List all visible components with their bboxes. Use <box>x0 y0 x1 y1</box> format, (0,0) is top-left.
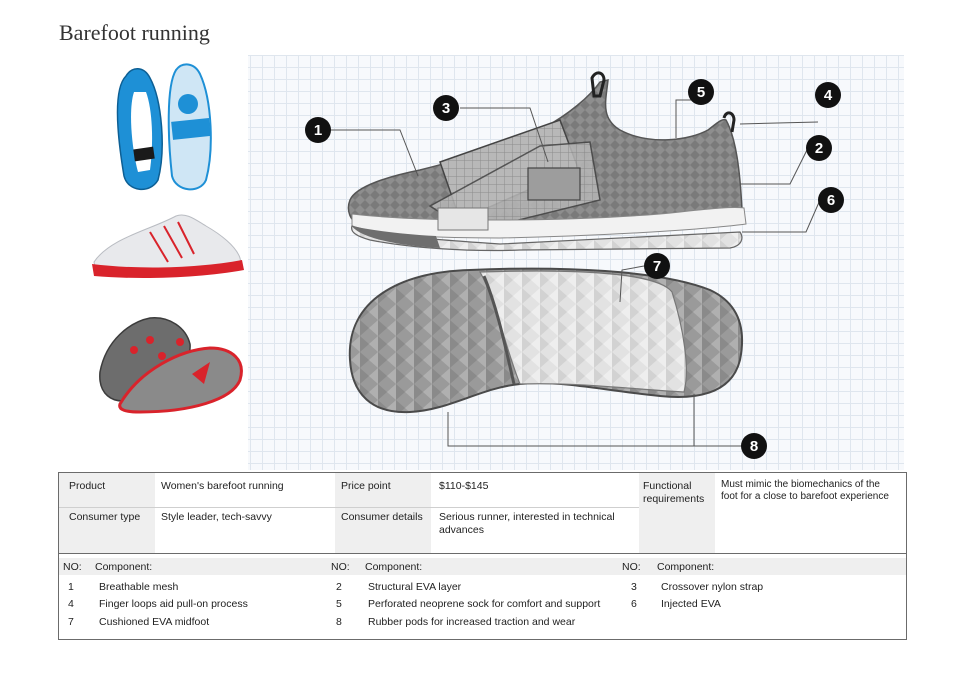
component-header-3: Component: <box>657 561 715 573</box>
component-text: Injected EVA <box>661 598 721 610</box>
consumer-details-label: Consumer details <box>341 511 423 523</box>
callout-6: 6 <box>818 187 844 213</box>
consumer-details-value-line1: Serious runner, interested in technical <box>439 511 615 523</box>
callout-3: 3 <box>433 95 459 121</box>
price-label: Price point <box>341 480 391 492</box>
svg-text:1: 1 <box>314 122 322 139</box>
functional-value-line2: foot for a close to barefoot experience <box>721 491 889 502</box>
product-label-cell <box>59 473 155 507</box>
no-header-3: NO: <box>622 561 641 573</box>
component-no: 1 <box>68 581 74 593</box>
callout-4: 4 <box>815 82 841 108</box>
component-text: Rubber pods for increased traction and w… <box>368 616 576 628</box>
component-no: 6 <box>631 598 637 610</box>
consumer-type-value: Style leader, tech-savvy <box>161 511 272 523</box>
component-no: 8 <box>336 616 342 628</box>
functional-label-cell <box>639 473 715 553</box>
consumer-type-label: Consumer type <box>69 511 141 523</box>
svg-text:8: 8 <box>750 438 758 455</box>
component-no: 4 <box>68 598 74 610</box>
consumer-details-value-line2: advances <box>439 524 484 536</box>
page-title: Barefoot running <box>59 20 210 45</box>
callout-5: 5 <box>688 79 714 105</box>
row-divider <box>59 507 639 508</box>
shoe-side-view <box>347 71 747 252</box>
functional-label-line2: requirements <box>643 493 705 505</box>
consumer-details-label-cell <box>335 508 431 553</box>
callout-7: 7 <box>644 253 670 279</box>
no-header-1: NO: <box>63 561 82 573</box>
component-text: Perforated neoprene sock for comfort and… <box>368 598 601 610</box>
photo-gray-red-shoes <box>99 317 243 414</box>
component-no: 7 <box>68 616 74 628</box>
svg-text:4: 4 <box>824 87 833 104</box>
component-header-1: Component: <box>95 561 153 573</box>
product-label: Product <box>69 480 106 492</box>
svg-text:2: 2 <box>815 140 823 157</box>
photo-blue-shoes <box>116 63 212 191</box>
component-no: 2 <box>336 581 342 593</box>
no-header-2: NO: <box>331 561 350 573</box>
price-label-cell <box>335 473 431 507</box>
callout-1: 1 <box>305 117 331 143</box>
callout-8: 8 <box>741 433 767 459</box>
price-value: $110-$145 <box>439 480 489 492</box>
component-text: Crossover nylon strap <box>661 581 764 593</box>
component-header-2: Component: <box>365 561 423 573</box>
photo-red-sole-shoe <box>92 214 244 278</box>
component-no: 3 <box>631 581 637 593</box>
component-text: Finger loops aid pull-on process <box>99 598 248 610</box>
components-header-row <box>59 558 906 575</box>
svg-text:6: 6 <box>827 192 835 209</box>
spec-table: Product Women's barefoot running Price p… <box>58 472 907 640</box>
section-divider <box>59 553 906 554</box>
component-text: Breathable mesh <box>99 581 179 593</box>
product-value: Women's barefoot running <box>161 480 284 492</box>
svg-text:3: 3 <box>442 100 450 117</box>
component-text: Structural EVA layer <box>368 581 462 593</box>
component-text: Cushioned EVA midfoot <box>99 616 210 628</box>
svg-text:7: 7 <box>653 258 661 275</box>
consumer-type-label-cell <box>59 508 155 553</box>
functional-value-line1: Must mimic the biomechanics of the <box>721 479 880 490</box>
functional-label-line1: Functional <box>643 480 692 492</box>
component-no: 5 <box>336 598 342 610</box>
svg-text:5: 5 <box>697 84 705 101</box>
shoe-bottom-view <box>348 267 744 414</box>
callout-2: 2 <box>806 135 832 161</box>
